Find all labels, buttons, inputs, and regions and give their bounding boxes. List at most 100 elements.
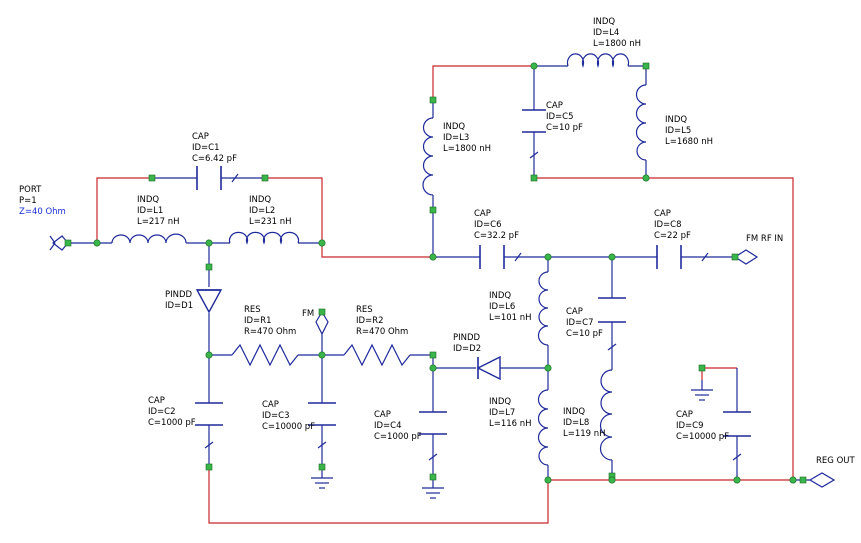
label-c7: CAP ID=C7 C=10 pF — [566, 307, 603, 339]
l4-value: L=1800 nH — [593, 39, 641, 49]
inductor-l3[interactable] — [422, 117, 434, 196]
l1-id: ID=L1 — [137, 206, 163, 216]
l1-type: INDQ — [137, 195, 159, 205]
label-c9: CAP ID=C9 C=10000 pF — [676, 410, 729, 442]
port-fm-symbol[interactable] — [315, 310, 329, 336]
c1-id: ID=C1 — [192, 143, 220, 153]
port-type: PORT — [19, 185, 42, 195]
diode-d1[interactable] — [195, 289, 223, 314]
red-wires — [96, 65, 794, 524]
label-l7: INDQ ID=L7 L=116 nH — [489, 397, 532, 429]
inductor-l4[interactable] — [566, 53, 630, 68]
c6-type: CAP — [474, 209, 491, 219]
port-id: P=1 — [19, 196, 37, 206]
c1-type: CAP — [192, 132, 209, 142]
label-c6: CAP ID=C6 C=32.2 pF — [474, 209, 519, 241]
label-l1: INDQ ID=L1 L=217 nH — [137, 195, 180, 227]
r2-id: ID=R2 — [356, 316, 384, 326]
l5-value: L=1680 nH — [665, 137, 713, 147]
inductor-l1[interactable] — [111, 233, 187, 244]
junction-nodes — [93, 62, 797, 484]
l4-id: ID=L4 — [593, 28, 619, 38]
c8-id: ID=C8 — [654, 220, 682, 230]
l3-type: INDQ — [443, 122, 465, 132]
l4-type: INDQ — [593, 17, 615, 27]
label-r2: RES ID=R2 R=470 Ohm — [356, 305, 408, 337]
resistor-r1[interactable] — [231, 343, 299, 367]
ground-c3 — [311, 477, 333, 489]
inductor-l5[interactable] — [635, 84, 647, 161]
c3-type: CAP — [262, 400, 279, 410]
l3-id: ID=L3 — [443, 133, 469, 143]
l2-type: INDQ — [249, 195, 271, 205]
c2-type: CAP — [148, 396, 165, 406]
label-l8: INDQ ID=L8 L=119 nH — [563, 407, 606, 439]
label-c2: CAP ID=C2 C=1000 pF — [148, 396, 196, 428]
l8-id: ID=L8 — [563, 418, 589, 428]
capacitor-c3[interactable] — [308, 402, 336, 449]
l7-id: ID=L7 — [489, 408, 515, 418]
label-l3: INDQ ID=L3 L=1800 nH — [443, 122, 491, 154]
r1-type: RES — [244, 305, 261, 315]
label-port: PORT P=1 Z=40 Ohm — [19, 185, 66, 217]
port-fm-rf-in-symbol[interactable] — [733, 249, 759, 265]
c2-value: C=1000 pF — [148, 418, 196, 428]
l5-id: ID=L5 — [665, 126, 691, 136]
inductor-l2[interactable] — [228, 231, 300, 245]
l7-type: INDQ — [489, 397, 511, 407]
c6-id: ID=C6 — [474, 220, 502, 230]
l6-type: INDQ — [489, 291, 511, 301]
label-c8: CAP ID=C8 C=22 pF — [654, 209, 691, 241]
inductor-l6[interactable] — [537, 271, 549, 346]
label-c4: CAP ID=C4 C=1000 pF — [374, 410, 422, 442]
fm-label: FM — [302, 309, 314, 319]
label-l2: INDQ ID=L2 L=231 nH — [249, 195, 292, 227]
label-d2: PINDD ID=D2 — [453, 333, 481, 354]
d2-type: PINDD — [453, 333, 481, 343]
c2-id: ID=C2 — [148, 407, 176, 417]
c8-type: CAP — [654, 209, 671, 219]
c1-value: C=6.42 pF — [192, 154, 237, 164]
c8-value: C=22 pF — [654, 231, 691, 241]
c7-type: CAP — [566, 307, 583, 317]
ground-c9 — [691, 380, 713, 401]
c9-type: CAP — [676, 410, 693, 420]
label-c5: CAP ID=C5 C=10 pF — [546, 101, 583, 133]
capacitor-c7[interactable] — [598, 297, 626, 351]
l8-type: INDQ — [563, 407, 585, 417]
port-reg-out-symbol[interactable] — [808, 472, 836, 488]
reg-out-label: REG OUT — [816, 456, 855, 466]
l6-value: L=101 nH — [489, 313, 532, 323]
d2-id: ID=D2 — [453, 344, 481, 354]
inductor-l8[interactable] — [599, 369, 613, 461]
l3-value: L=1800 nH — [443, 144, 491, 154]
c5-type: CAP — [546, 101, 563, 111]
c4-type: CAP — [374, 410, 391, 420]
l7-value: L=116 nH — [489, 419, 532, 429]
diode-d2[interactable] — [476, 355, 501, 381]
capacitor-c5[interactable] — [522, 109, 546, 159]
label-l4: INDQ ID=L4 L=1800 nH — [593, 17, 641, 49]
c9-value: C=10000 pF — [676, 432, 729, 442]
c6-value: C=32.2 pF — [474, 231, 519, 241]
c3-id: ID=C3 — [262, 411, 290, 421]
resistor-r2[interactable] — [343, 343, 411, 367]
pins — [64, 62, 807, 484]
c5-value: C=10 pF — [546, 123, 583, 133]
l5-type: INDQ — [665, 115, 687, 125]
c3-value: C=10000 pF — [262, 422, 315, 432]
d1-id: ID=D1 — [165, 301, 193, 311]
c7-value: C=10 pF — [566, 329, 603, 339]
capacitor-c6[interactable] — [479, 245, 522, 269]
l8-value: L=119 nH — [563, 429, 606, 439]
c4-id: ID=C4 — [374, 421, 402, 431]
capacitor-c1[interactable] — [196, 166, 239, 190]
capacitor-c2[interactable] — [195, 402, 223, 449]
capacitor-c9[interactable] — [723, 411, 751, 461]
c5-id: ID=C5 — [546, 112, 574, 122]
label-c3: CAP ID=C3 C=10000 pF — [262, 400, 315, 432]
inductor-l7[interactable] — [537, 389, 549, 466]
capacitor-c4[interactable] — [419, 411, 447, 461]
capacitor-c8[interactable] — [656, 245, 709, 269]
